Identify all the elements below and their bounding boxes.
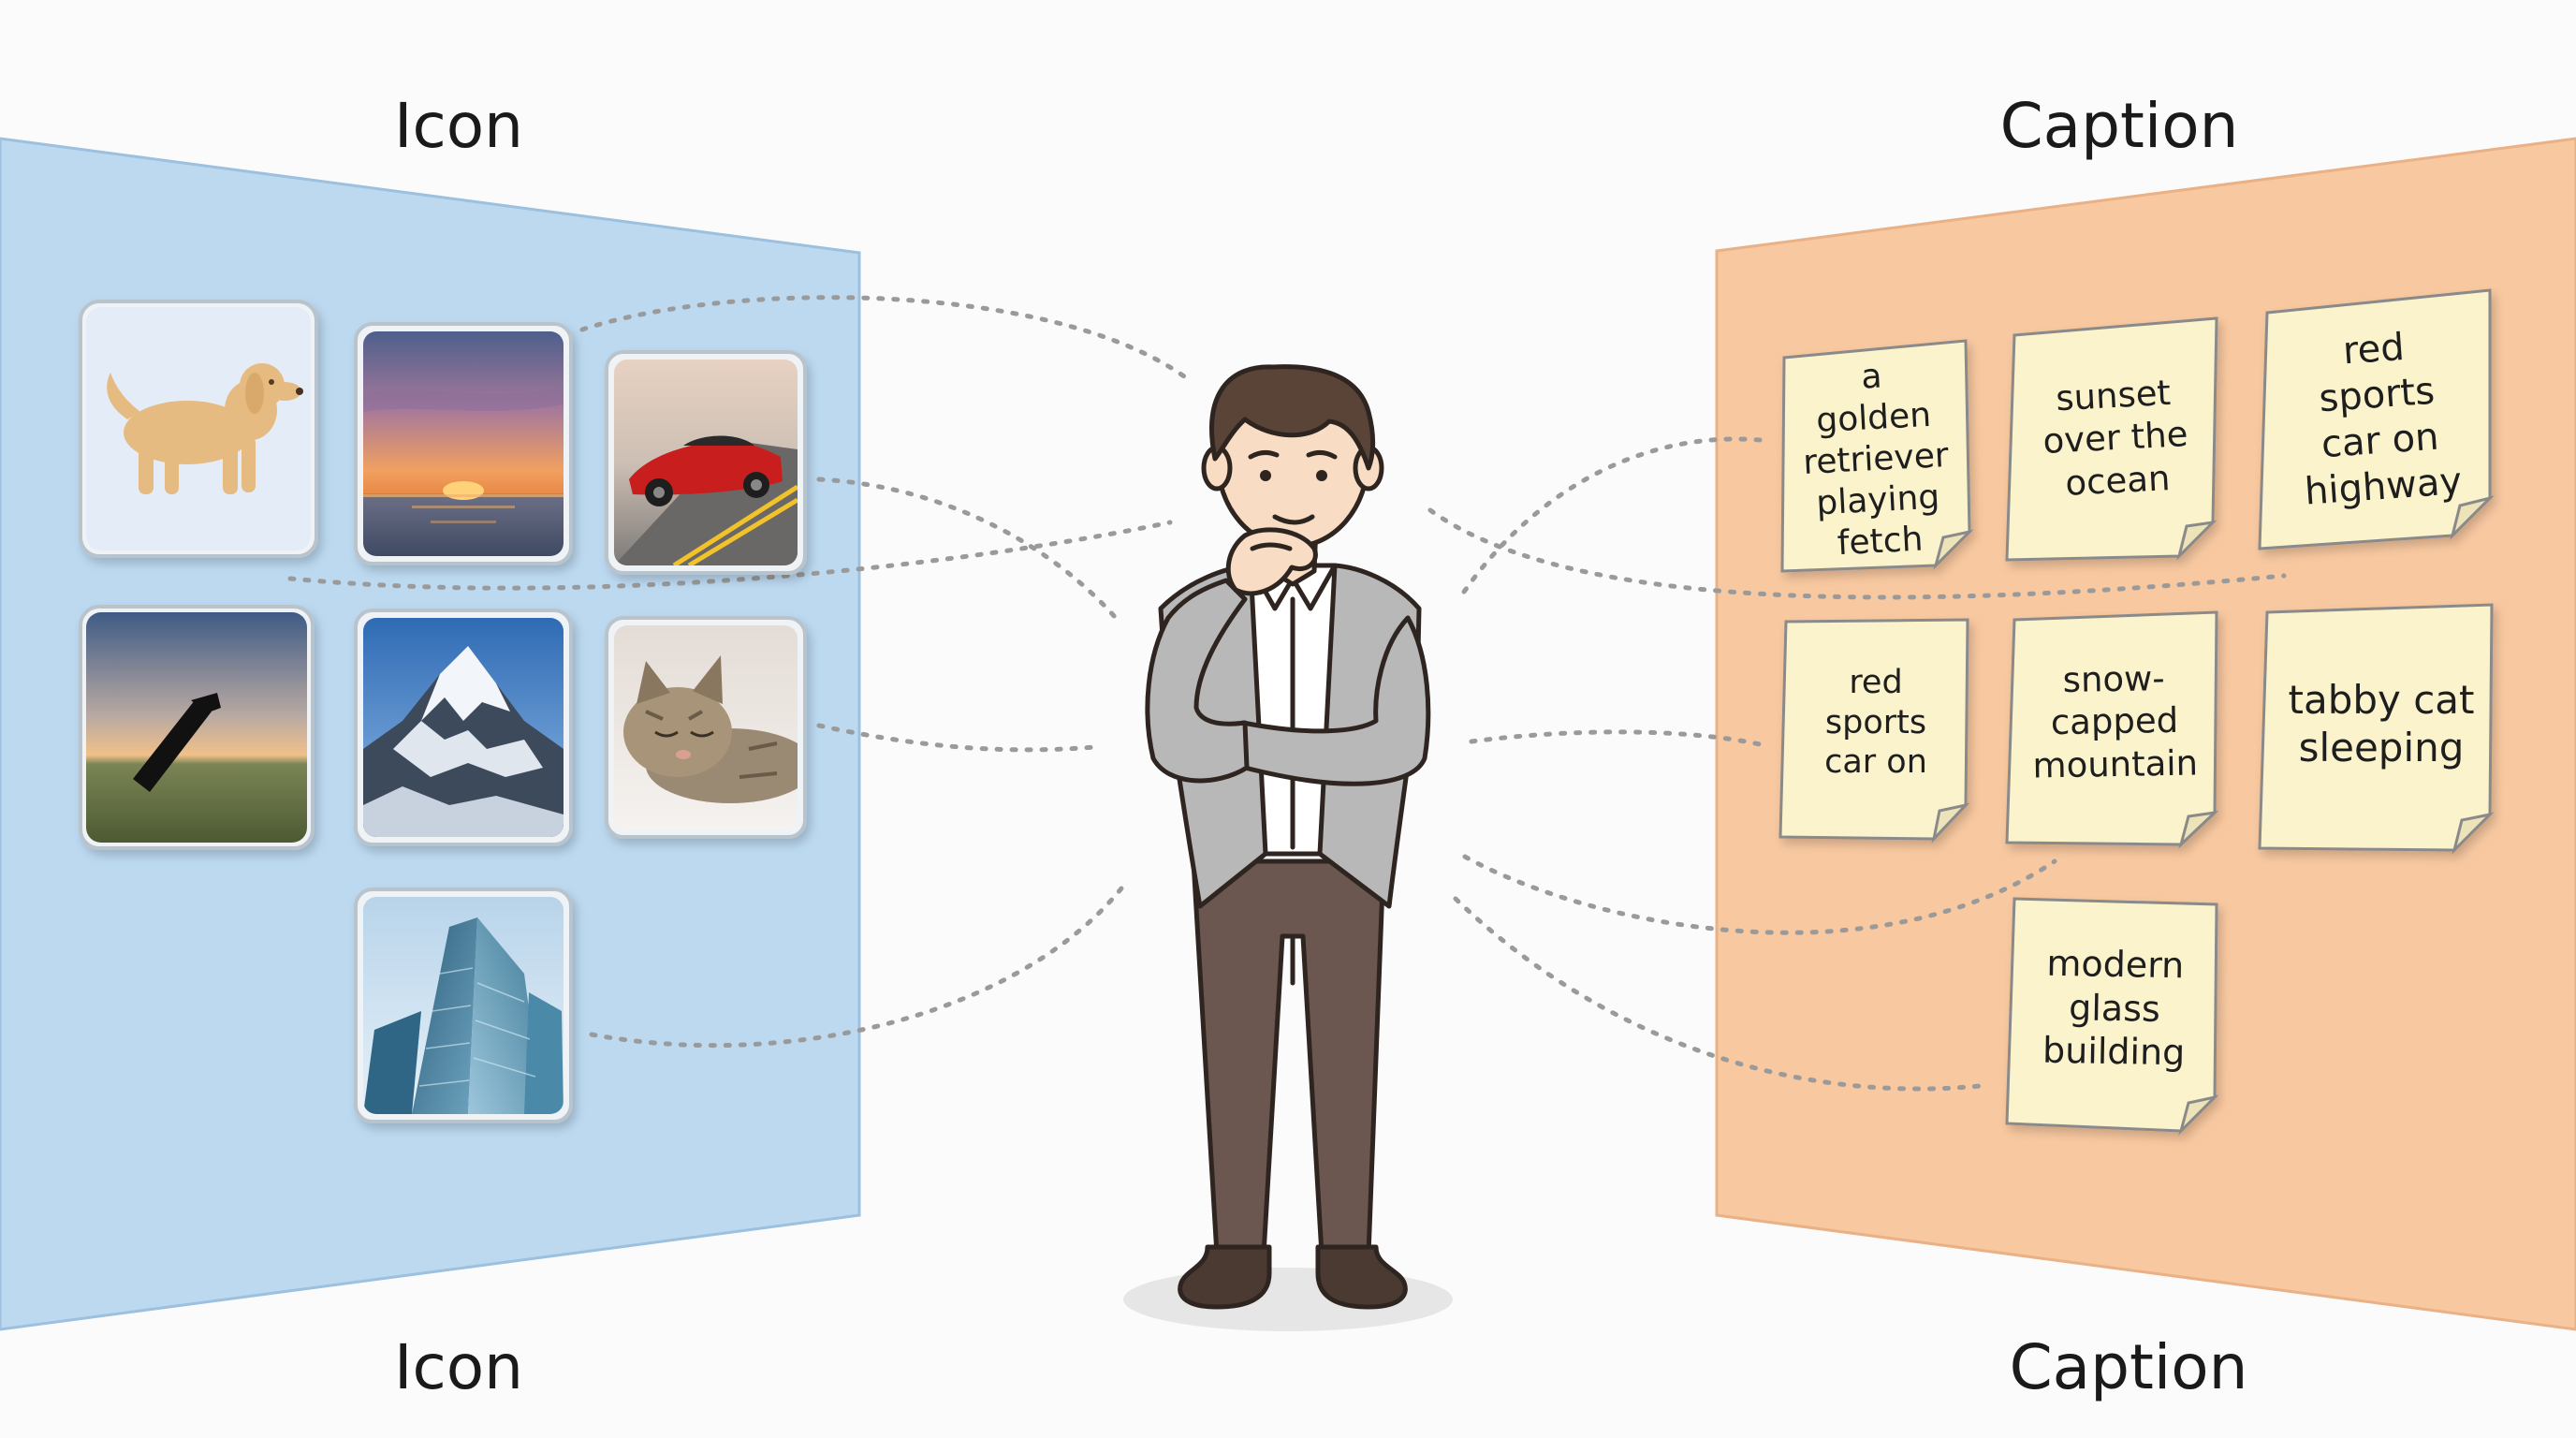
icon-label-bottom: Icon xyxy=(394,1331,523,1403)
sticky-note xyxy=(1780,339,1974,573)
red-sports-car-icon xyxy=(605,350,807,575)
thinking-person xyxy=(1123,364,1453,1331)
sticky-note xyxy=(2258,288,2495,550)
note-text-red-car: red sports car on xyxy=(1824,663,1927,782)
icon-label-top: Icon xyxy=(394,90,523,162)
field-sunset-icon xyxy=(79,605,315,850)
note-text-building: modern glass building xyxy=(2042,943,2186,1074)
note-text-golden-retriever: a golden retriever playing fetch xyxy=(1802,357,1950,564)
sticky-note xyxy=(2258,603,2495,855)
caption-label-top: Caption xyxy=(1999,90,2239,162)
ocean-sunset-icon xyxy=(354,322,573,565)
golden-retriever-icon xyxy=(79,300,318,558)
connector-lines xyxy=(287,295,2287,1092)
sticky-note xyxy=(2005,897,2219,1137)
note-text-cat: tabby cat sleeping xyxy=(2288,676,2475,770)
note-text-sunset: sunset over the ocean xyxy=(2042,373,2189,504)
glass-building-icon xyxy=(354,888,573,1123)
snow-mountain-icon xyxy=(354,609,573,846)
sticky-note xyxy=(2005,316,2218,562)
caption-label-bottom: Caption xyxy=(2009,1331,2248,1403)
sticky-note xyxy=(2005,610,2219,849)
sticky-notes xyxy=(1778,288,2495,1137)
note-text-red-car-highway: red sports car on highway xyxy=(2303,326,2464,514)
sticky-note xyxy=(1778,618,1970,844)
sleeping-cat-icon xyxy=(605,616,807,839)
note-text-mountain: snow-capped mountain xyxy=(2032,658,2199,786)
